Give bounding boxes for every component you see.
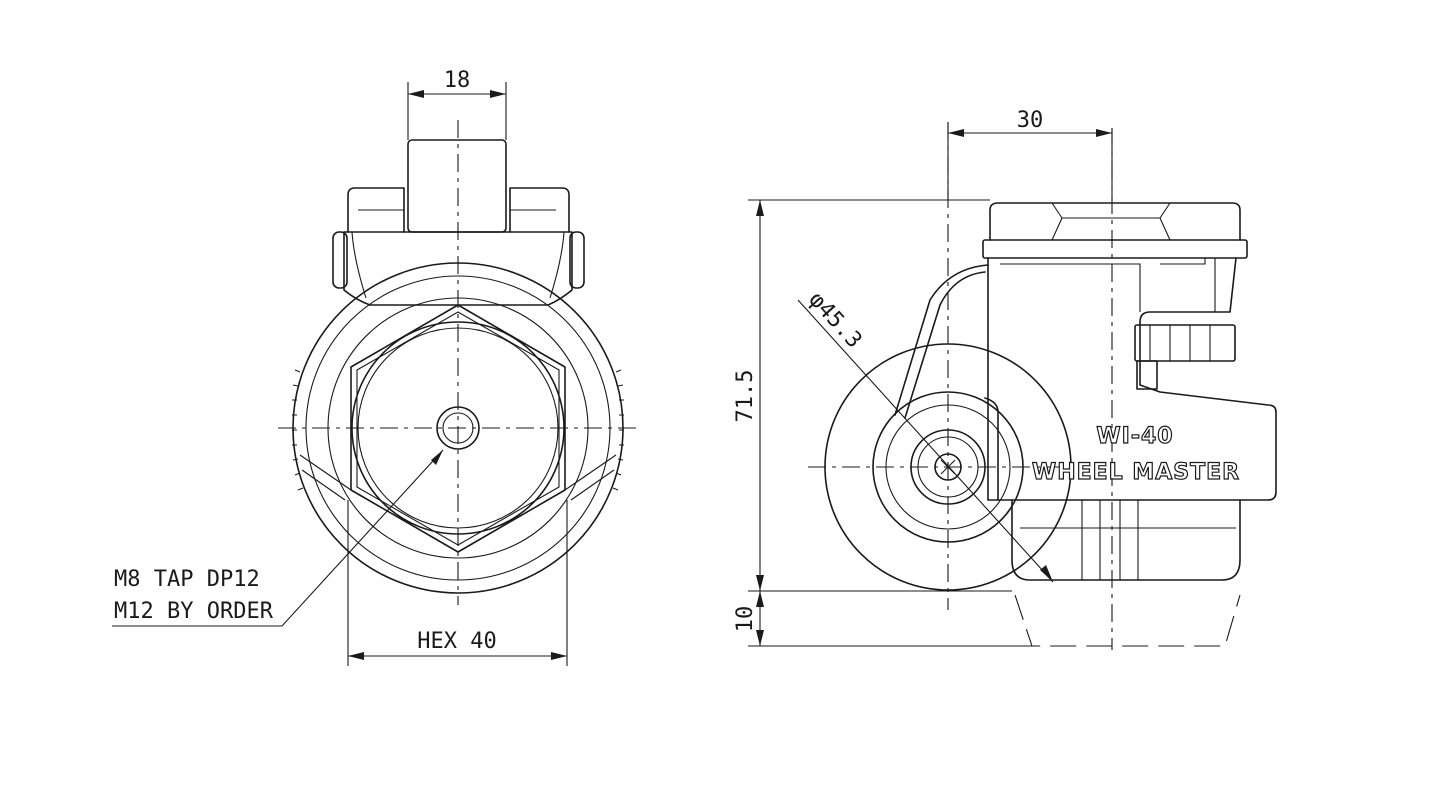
note-line-1: M8 TAP DP12 <box>114 567 260 592</box>
dim-wheel-diameter: φ45.3 <box>804 287 867 353</box>
brand-label: WHEEL MASTER <box>1032 460 1240 485</box>
model-label: WI-40 <box>1096 424 1173 449</box>
front-left-nub <box>332 231 348 289</box>
front-right-nub <box>569 231 585 289</box>
side-arm <box>894 264 989 419</box>
side-foot-pad <box>1011 499 1241 581</box>
dim-stroke: 10 <box>733 606 758 633</box>
side-body <box>987 257 1277 501</box>
dim-height: 71.5 <box>733 370 758 423</box>
dim-offset: 30 <box>1017 108 1044 133</box>
front-bracket <box>347 187 570 233</box>
front-view: 18 HEX 40 M8 TAP DP12 M12 BY ORDER <box>112 68 638 666</box>
front-stem <box>407 139 507 233</box>
side-view: 30 71.5 10 φ45.3 WI-40 WHEEL MASTER <box>733 108 1277 650</box>
note-line-2: M12 BY ORDER <box>114 599 274 624</box>
side-thread-shaft <box>1134 324 1236 362</box>
dim-hex: HEX 40 <box>417 629 496 654</box>
side-top-nut <box>989 202 1241 241</box>
dim-top-width: 18 <box>444 68 471 93</box>
side-flange <box>982 239 1248 259</box>
